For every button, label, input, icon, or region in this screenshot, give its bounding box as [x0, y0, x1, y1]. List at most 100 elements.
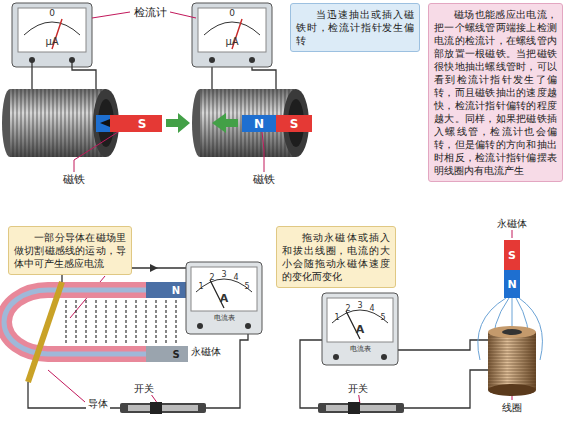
unit-mark: A: [356, 324, 365, 335]
galvanometer: [192, 3, 272, 67]
field-lines-part: [512, 298, 513, 330]
scale-mark: 5: [244, 283, 249, 291]
field-lines-part: [95, 300, 96, 344]
vertical-magnet: [504, 240, 520, 298]
wire-arrow: [150, 264, 158, 272]
scale-mark: 5: [380, 314, 385, 322]
field-lines-part: [125, 300, 126, 344]
callout-box: 磁场也能感应出电流，把一个螺线管两端接上检测电流的检流计，在螺线管内部放置一根磁…: [428, 3, 563, 182]
unit-mark: A: [220, 293, 229, 304]
vertical-magnet-part: [504, 240, 520, 270]
galvanometer-part: [12, 3, 92, 67]
u-magnet-part: [4, 290, 150, 354]
motion-arrow: [212, 113, 238, 133]
pole-mark: S: [290, 118, 299, 130]
callout-box: 拖动永磁体或插入和拔出线圈，电流的大小会随拖动永磁体速度的变化而变化: [276, 226, 396, 288]
unit-mark: μA: [225, 37, 238, 47]
pole-mark: S: [508, 250, 516, 261]
leader-lines-part: [262, 132, 264, 172]
scale-mark: 4: [369, 305, 374, 313]
bar-magnet-part: [242, 115, 276, 132]
pole-mark: N: [254, 118, 264, 130]
scale-mark: 1: [334, 314, 339, 322]
callout-text: 磁场也能感应出电流，把一个螺线管两端接上检测电流的检流计，在螺线管内部放置一根磁…: [434, 8, 557, 177]
wires-part: [384, 340, 488, 357]
callout-box: 一部分导体在磁场里做切割磁感线的运动，导体中可产生感应电流: [8, 226, 132, 275]
field-lines-part: [165, 300, 166, 344]
field-lines-part: [155, 300, 156, 344]
motion-arrow: [166, 113, 190, 133]
scale-mark: 0: [49, 9, 55, 18]
galvanometer: [12, 3, 92, 67]
bar-magnet: [242, 115, 312, 132]
part-name: 磁铁: [251, 173, 277, 186]
wire-coil-part: [502, 329, 522, 335]
ammeter: [322, 293, 398, 365]
field-lines: [66, 300, 176, 344]
conductor-rod: [28, 282, 62, 382]
scale-mark: 0: [229, 9, 235, 18]
part-name: 开关: [346, 383, 370, 395]
scale-mark: 3: [221, 271, 226, 279]
field-lines-part: [115, 300, 116, 344]
part-name: 检流计: [132, 6, 169, 19]
part-name: 开关: [132, 383, 156, 395]
part-name: 导体: [86, 398, 110, 410]
u-magnet: [4, 282, 188, 362]
callout-text: 拖动永磁体或插入和拔出线圈，电流的大小会随拖动永磁体速度的变化而变化: [282, 231, 390, 283]
field-lines-part: [145, 300, 146, 344]
bar-magnet: [96, 115, 162, 132]
part-name: 永磁体: [189, 346, 223, 358]
ammeter-part: [186, 262, 262, 334]
field-lines-part: [175, 300, 176, 344]
wire-coil-part: [488, 332, 536, 390]
meter-name: 电流表: [214, 315, 235, 322]
callout-box: 当迅速抽出或插入磁铁时，检流计指针发生偏转: [290, 3, 420, 52]
leader-lines-part: [48, 370, 85, 402]
bar-magnet-part: [276, 115, 312, 132]
callout-text: 当迅速抽出或插入磁铁时，检流计指针发生偏转: [296, 8, 414, 47]
unit-mark: μA: [45, 37, 58, 47]
field-lines-part: [105, 300, 106, 344]
field-lines-part: [65, 300, 66, 344]
scale-mark: 2: [209, 274, 214, 282]
wires-part: [404, 370, 488, 408]
wire-coil-part: [488, 332, 536, 390]
wire-coil: [488, 326, 536, 396]
leader-lines-part: [74, 132, 118, 172]
leader-lines-part: [92, 12, 130, 18]
ammeter-part: [322, 293, 398, 365]
scale-mark: 4: [233, 274, 238, 282]
galvanometer-part: [192, 3, 272, 67]
u-magnet-part: [4, 290, 150, 354]
pole-mark: N: [507, 279, 516, 290]
wire-coil-part: [488, 326, 536, 338]
u-magnet-part: [146, 282, 188, 298]
switch-part: [120, 402, 206, 414]
wires-part: [31, 60, 32, 92]
pole-mark: S: [172, 350, 179, 360]
ammeter: [186, 262, 262, 334]
wires-part: [72, 60, 96, 92]
solenoid: [192, 89, 309, 157]
part-name: 线圈: [500, 402, 524, 414]
solenoid: [2, 89, 119, 157]
leader-lines-part: [170, 12, 196, 18]
bar-magnet-part: [96, 115, 112, 132]
switch-part: [318, 402, 404, 414]
pole-mark: S: [138, 118, 147, 130]
solenoid-part: [10, 89, 106, 157]
field-lines-part: [135, 300, 136, 344]
pole-mark: N: [172, 286, 180, 296]
bar-magnet-part: [100, 119, 110, 127]
u-magnet-part: [146, 346, 188, 362]
callout-text: 一部分导体在磁场里做切割磁感线的运动，导体中可产生感应电流: [14, 231, 126, 270]
scale-mark: 2: [345, 305, 350, 313]
vertical-magnet-part: [504, 270, 520, 298]
wire-coil-part: [488, 384, 536, 396]
solenoid-part: [10, 89, 106, 157]
part-name: 永磁体: [495, 218, 529, 230]
scale-mark: 1: [198, 283, 203, 291]
field-lines-part: [75, 300, 76, 344]
